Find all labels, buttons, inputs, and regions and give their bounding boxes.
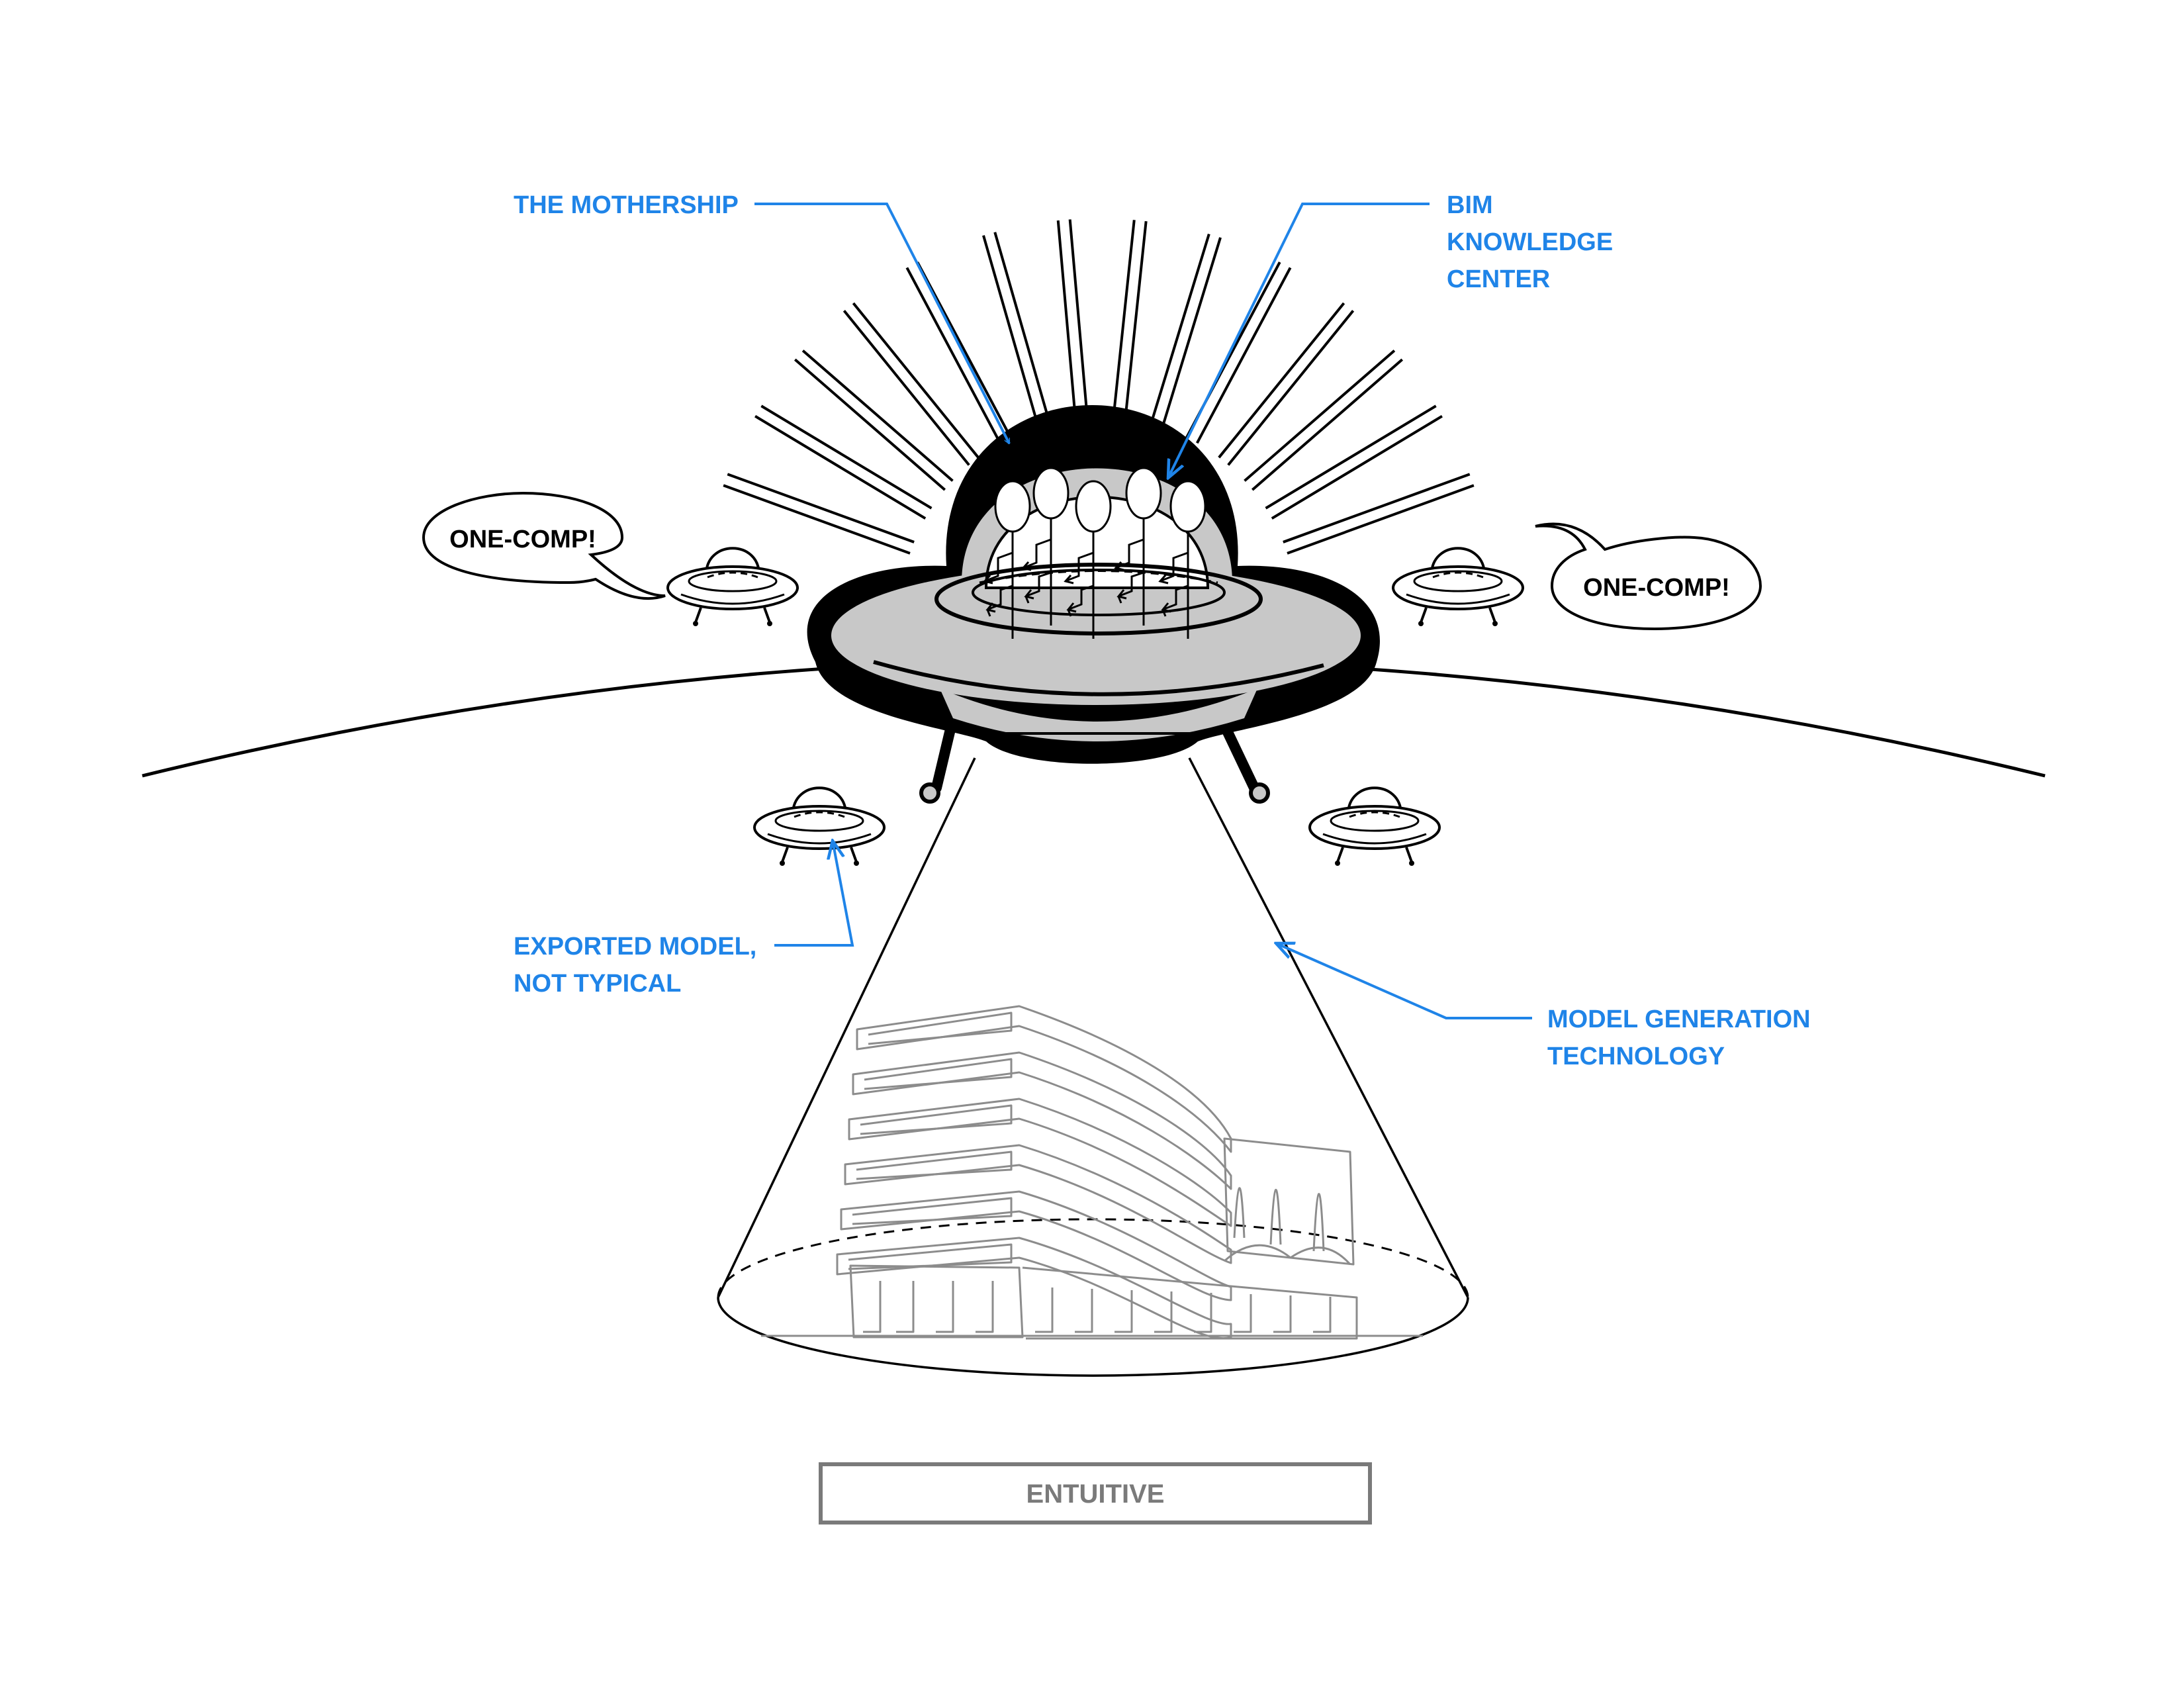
light-ray <box>852 302 979 459</box>
building-bay <box>1234 1294 1252 1333</box>
light-ray <box>1218 302 1345 459</box>
building-floor <box>848 1098 1232 1227</box>
light-ray <box>1068 219 1089 418</box>
leader-exported <box>774 841 854 947</box>
light-ray <box>1265 404 1437 510</box>
label-generation-line1: MODEL GENERATION <box>1547 1006 1811 1033</box>
small-ufo-icon <box>753 786 886 867</box>
building-balcony <box>868 1011 1013 1045</box>
light-ray <box>760 404 933 510</box>
label-mothership: THE MOTHERSHIP <box>514 191 739 219</box>
light-ray <box>1161 237 1222 428</box>
light-ray <box>1150 234 1210 425</box>
building-floor <box>840 1190 1232 1301</box>
light-ray <box>1287 484 1475 555</box>
building-balcony <box>852 1197 1013 1225</box>
building-bay <box>863 1281 882 1333</box>
label-exported-line1: EXPORTED MODEL, <box>514 933 756 961</box>
speech-bubble-icon <box>422 491 666 600</box>
light-ray <box>754 414 927 520</box>
label-bim-line3: CENTER <box>1447 265 1550 293</box>
light-ray <box>801 350 954 482</box>
light-rays <box>723 219 1475 555</box>
light-ray <box>1112 220 1136 418</box>
light-ray <box>1251 358 1404 491</box>
light-ray <box>842 310 970 466</box>
small-ufo-icon <box>666 547 799 628</box>
leader-bim <box>1168 203 1430 478</box>
label-exported-line2: NOT TYPICAL <box>514 970 681 998</box>
light-ray <box>1124 221 1148 419</box>
building-balcony <box>856 1150 1013 1180</box>
light-ray <box>1283 473 1471 543</box>
light-ray <box>1196 267 1292 444</box>
small-ufo-icon <box>1392 547 1524 628</box>
light-ray <box>905 267 1001 444</box>
light-ray <box>723 484 911 555</box>
building-sketch-icon <box>761 1005 1423 1340</box>
building-balcony <box>860 1104 1013 1135</box>
building-bay <box>1075 1289 1093 1333</box>
light-ray <box>727 473 915 543</box>
leader-generation <box>1276 943 1532 1019</box>
building-bay <box>1115 1290 1133 1333</box>
leader-mothership <box>754 203 1011 444</box>
building-bay <box>1194 1293 1212 1333</box>
building-bay <box>1313 1297 1332 1333</box>
light-ray <box>794 358 946 491</box>
speech-bubble-icon <box>1535 522 1762 631</box>
building-bay <box>976 1281 994 1333</box>
label-generation-line2: TECHNOLOGY <box>1547 1043 1725 1070</box>
light-ray <box>1271 414 1443 520</box>
building-balcony <box>864 1058 1013 1090</box>
light-ray <box>1056 220 1077 419</box>
building-bay <box>1273 1295 1292 1333</box>
building-floor <box>856 1005 1232 1153</box>
building-bay <box>896 1281 915 1333</box>
label-bim-line1: BIM <box>1447 191 1493 219</box>
building-floor <box>844 1144 1232 1264</box>
light-ray <box>993 232 1051 424</box>
small-ufo-icon <box>1308 786 1441 867</box>
building-bay <box>1035 1288 1054 1333</box>
building-bay <box>936 1281 954 1333</box>
bubble-left-text: ONE-COMP! <box>449 526 596 553</box>
mothership-ufo-icon <box>807 405 1380 804</box>
speech-bubble-left: ONE-COMP! <box>422 491 666 600</box>
light-ray <box>1227 310 1355 466</box>
building-floor <box>836 1237 1232 1339</box>
brand-box: ENTUITIVE <box>819 1462 1372 1524</box>
speech-bubble-right: ONE-COMP! <box>1535 522 1762 631</box>
light-ray <box>982 235 1040 427</box>
light-ray <box>1244 350 1396 482</box>
building-floor <box>852 1051 1232 1190</box>
brand-name: ENTUITIVE <box>1026 1479 1165 1509</box>
label-bim-line2: KNOWLEDGE <box>1447 228 1613 256</box>
bubble-right-text: ONE-COMP! <box>1583 574 1730 602</box>
building-bay <box>1154 1291 1173 1333</box>
